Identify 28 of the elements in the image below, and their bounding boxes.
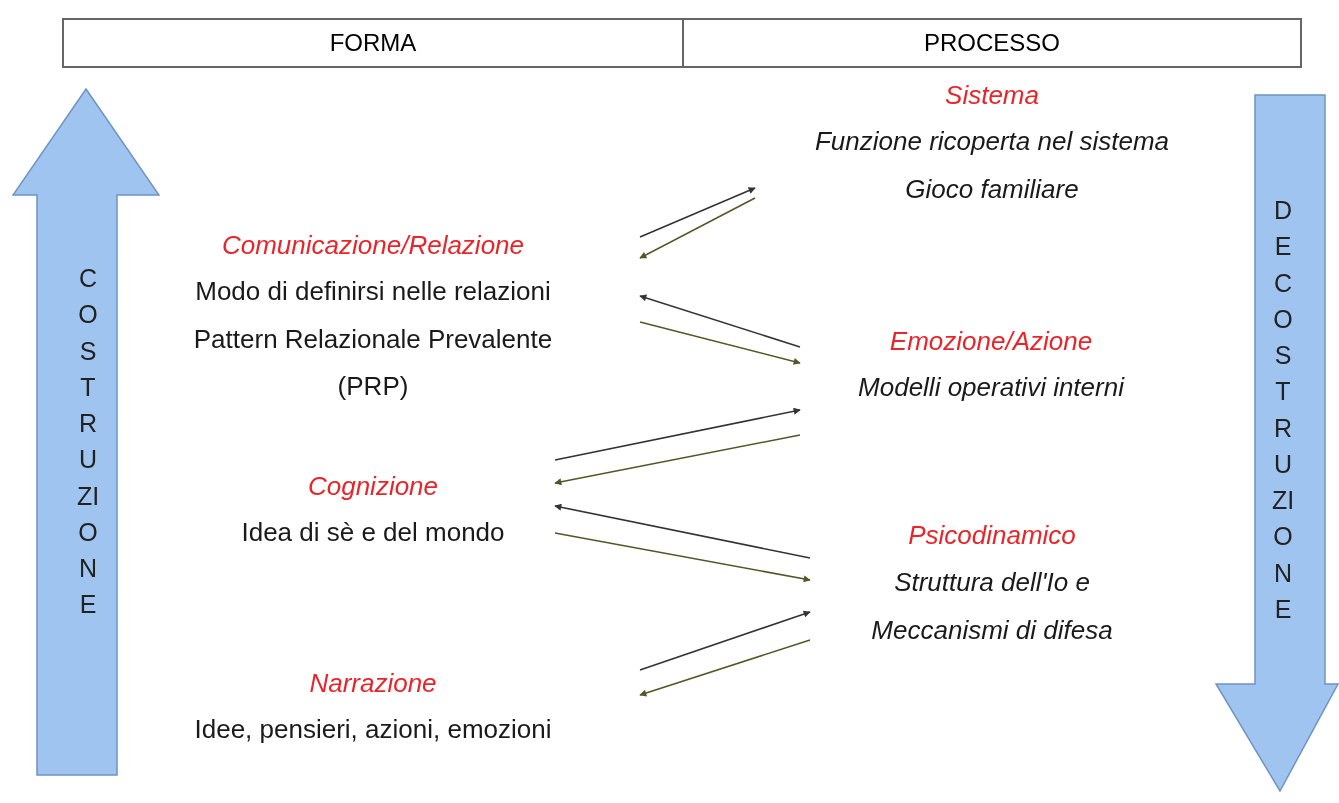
description: Modelli operativi interni [858, 371, 1124, 404]
heading: Comunicazione/Relazione [221, 229, 525, 262]
vertical-label: DECOSTRUZIONE [1270, 195, 1296, 625]
heading: Emozione/Azione [889, 325, 1093, 358]
description: Idea di sè e del mondo [241, 516, 505, 549]
description: Struttura dell'Io e Meccanismi di difesa [870, 566, 1114, 648]
description: Funzione ricoperta nel sistema [814, 125, 1170, 158]
arrow [554, 503, 811, 559]
arrow [554, 407, 801, 461]
arrow [639, 187, 756, 238]
arrow [554, 434, 801, 486]
description: Gioco familiare [905, 173, 1079, 206]
heading: Narrazione [309, 667, 437, 700]
vertical-label: COSTRUZIONE [75, 263, 101, 621]
arrow [639, 321, 801, 365]
arrow [639, 639, 811, 697]
heading: Psicodinamico [908, 519, 1076, 552]
arrow [639, 610, 811, 671]
arrow [639, 197, 756, 259]
description: Pattern Relazionale Prevalente (PRP) [192, 323, 554, 403]
description: Modo di definirsi nelle relazioni [195, 275, 551, 308]
arrow [639, 294, 801, 348]
header-cell: PROCESSO [682, 18, 1302, 68]
arrow [554, 532, 811, 583]
description: Idee, pensieri, azioni, emozioni [194, 713, 552, 746]
header-cell: FORMA [62, 18, 684, 68]
heading: Sistema [945, 79, 1039, 112]
heading: Cognizione [307, 470, 439, 503]
